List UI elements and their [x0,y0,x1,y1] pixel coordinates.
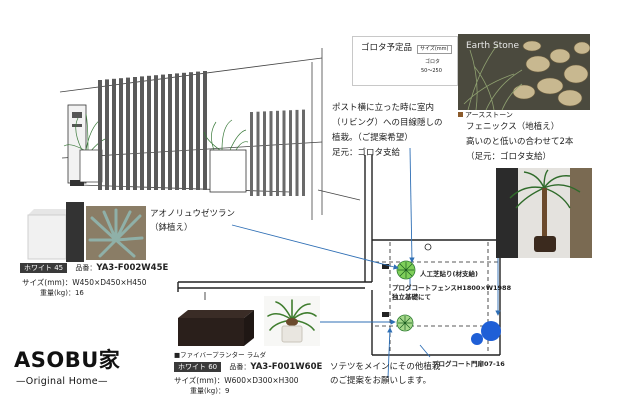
white-planter-size: サイズ(mm)：W450×D450×H450 [22,278,147,287]
agave-photo [86,206,146,260]
gate-slat [269,111,273,196]
white-planter-code-label: 品番： [75,264,97,272]
earth-stone-photo: Earth Stone [458,34,590,110]
phoenix-palm-photo [496,168,592,258]
gate-slat [112,78,116,190]
white-planter-color: ホワイト 45 [20,263,68,273]
cycad-note-line: ソテツをメインにその他植栽 [330,362,441,372]
gorota-size-label: サイズ(mm) [417,45,452,54]
fiber-planter-color: ホワイト 60 [174,362,222,372]
post-note: ポスト横に立った時に室内 （リビング）への目線隠しの 植栽。（ご提案希望） 足元… [332,101,443,161]
gate-slat [175,73,179,190]
gate-slat [154,75,158,190]
phoenix-note: フェニックス（地植え） 高いのと低いの合わせて2本 （足元：ゴロタ支給） [466,120,573,165]
post-note-line: 植栽。（ご提案希望） [332,133,413,143]
gate-slat [256,111,260,196]
fiber-planter-size: サイズ(mm)：W600×D300×H300 [174,376,299,385]
phoenix-note-line: 高いのと低いの合わせて2本 [466,137,574,147]
fiber-planter-photo [174,306,258,350]
fence-label-1: プログコートフェンスH1800×W1988 [392,284,512,292]
gorota-title: ゴロタ予定品 [361,43,413,53]
earth-stone-photo-text: Earth Stone [466,41,519,51]
plan-shrub-top [396,260,416,280]
plan-phoenix-blobs [471,321,501,345]
slat-door [250,109,305,196]
gate-slat [119,78,123,190]
right-planter-sketch [203,119,249,193]
post-note-line: ポスト横に立った時に室内 [332,103,435,113]
slat-gate [98,71,207,190]
gate-slat [147,75,151,190]
white-planter-code-row: ホワイト 45 品番：YA3-F002W45E [20,263,168,274]
white-planter-weight: 重量(kg)：16 [40,289,84,297]
earth-stone-caption-text: アースストーン [465,111,513,119]
post-note-line: （リビング）への目線隠しの [332,118,443,128]
fiber-planter-weight: 重量(kg)：9 [190,387,230,395]
white-planter-code: YA3-F002W45E [96,263,169,273]
gorota-size-key: ゴロタ [425,59,441,65]
turf-label: 人工芝貼り(材支給) [420,270,478,278]
gate-slat [302,109,305,196]
earth-stone-caption: アースストーン [458,111,513,120]
earth-stone-bullet [458,112,463,117]
plan-fixture-block [382,312,389,317]
gorota-size-value: 50～250 [421,68,442,74]
agave-label-line: （鉢植え） [150,223,193,233]
gate-slat [168,74,172,190]
gate-slat [250,112,253,196]
plan-fixture-circle [424,243,432,251]
fiber-planter-name: ■ファイバープランター ラムダ [174,351,266,359]
gate-slat [189,72,193,190]
plan-walls [177,155,501,356]
gate-slat [98,80,102,190]
gorota-box: ゴロタ予定品 サイズ(mm) ゴロタ 50～250 [352,36,458,86]
cycad-note-line: のご提案をお願いします。 [330,376,432,386]
fiber-planter-code: YA3-F001W60E [250,362,323,372]
gate-slat [126,77,130,190]
gate-slat [203,71,207,190]
brand-tagline: —Original Home— [16,376,108,387]
gate-slat [140,76,144,190]
gate-slat [289,110,292,196]
agave-label: アオノリュウゼツラン （鉢植え） [150,207,235,235]
plan-fixture-block [382,264,389,269]
gate-slat [196,71,200,190]
plan-shrub-bottom [396,314,414,332]
cycad-photo [264,296,320,346]
post-note-line: 足元：ゴロタ支給 [332,148,401,158]
gate-slat [105,79,109,190]
gate-slat [133,77,137,190]
phoenix-note-line: （足元：ゴロタ支給） [466,152,552,162]
gate-slat [161,74,165,190]
fence-label-2: 独立基礎にて [392,293,431,301]
gate-slat [295,109,299,196]
dark-planter-photo [66,202,84,262]
agave-label-line: アオノリュウゼツラン [150,209,236,219]
cycad-note: ソテツをメインにその他植栽 のご提案をお願いします。 [330,360,440,388]
fiber-planter-code-row: ホワイト 60 品番：YA3-F001W60E [174,362,322,373]
gate-slat [263,111,266,196]
brand-logo: ASOBU家 [14,348,121,372]
fiber-planter-code-label: 品番： [229,363,251,371]
gate-slat [276,110,279,196]
gate-label: プログコート門扉07-16 [432,360,505,368]
gate-slat [282,110,286,196]
phoenix-note-line: フェニックス（地植え） [466,122,560,132]
gate-slat [182,72,186,190]
